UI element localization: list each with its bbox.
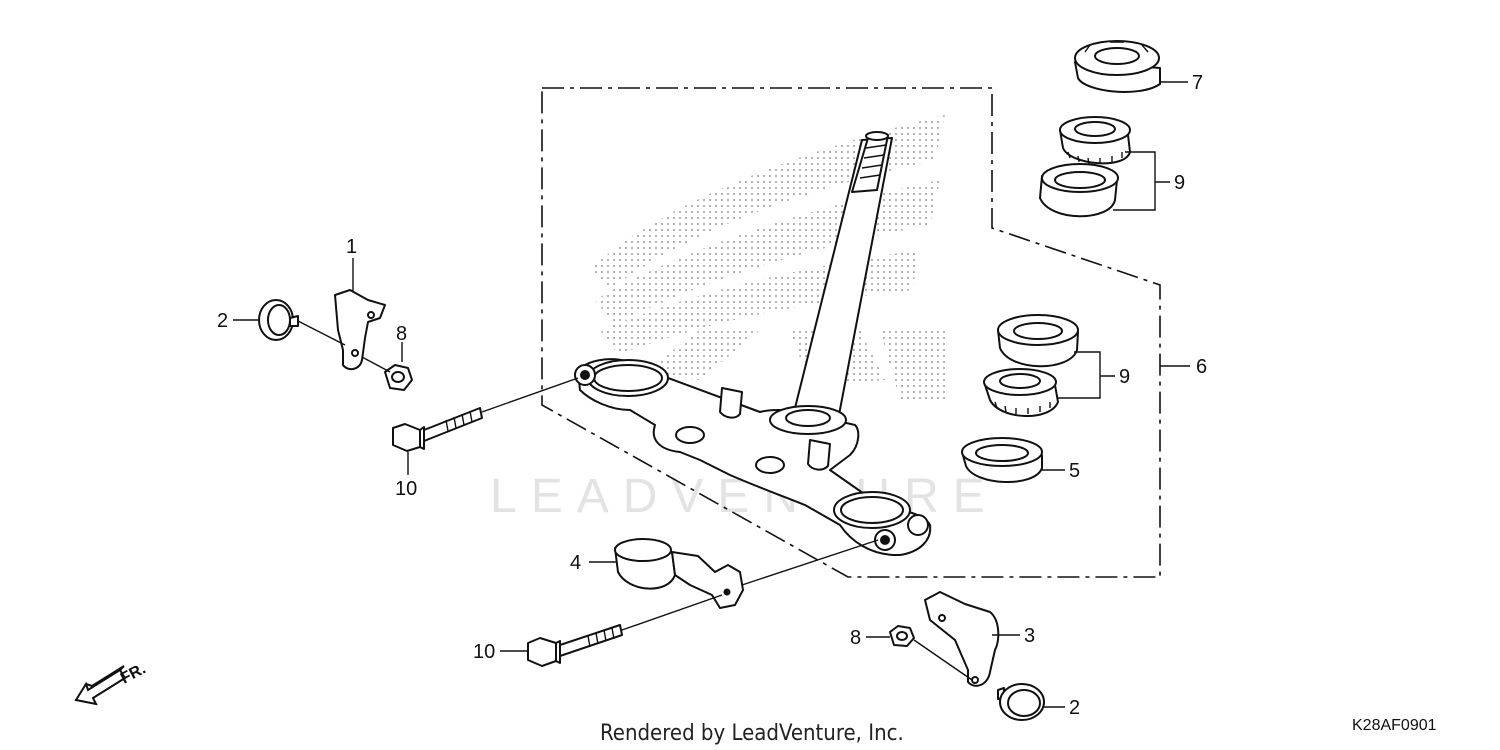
front-arrow-icon <box>74 665 127 706</box>
lower-bolt-part <box>527 624 623 667</box>
assembly-boundary <box>541 87 1161 578</box>
callout-2-right: 2 <box>1069 697 1080 719</box>
callout-labels: 1 2 8 10 4 10 8 3 2 7 9 9 5 6 <box>217 72 1207 719</box>
callout-1: 1 <box>346 236 357 258</box>
diagram-code: K28AF0901 <box>1352 717 1437 734</box>
steering-stem-part <box>574 131 932 557</box>
callout-4: 4 <box>570 552 581 574</box>
callout-2-left: 2 <box>217 310 228 332</box>
callout-8-left: 8 <box>396 323 407 345</box>
front-direction-label: FR. <box>118 660 149 687</box>
dust-seal-part <box>961 437 1043 484</box>
right-grommet-part <box>997 683 1045 721</box>
callout-9-lower: 9 <box>1119 366 1130 388</box>
callout-8-right: 8 <box>850 627 861 649</box>
right-nut-part <box>889 625 915 647</box>
callout-leaders <box>233 81 1190 708</box>
wing-logo-watermark <box>590 115 945 400</box>
callout-6: 6 <box>1196 356 1207 378</box>
callout-3: 3 <box>1024 625 1035 647</box>
right-bracket-part <box>924 591 1000 687</box>
left-grommet-part <box>258 299 299 341</box>
upper-bolt-part <box>392 407 483 452</box>
left-nut-part <box>384 364 413 391</box>
lower-bracket-part <box>614 538 744 609</box>
callout-10-lower: 10 <box>473 641 495 663</box>
callout-10-upper: 10 <box>395 478 417 500</box>
upper-bearing-part <box>1039 116 1131 218</box>
callout-9-upper: 9 <box>1174 172 1185 194</box>
lower-bearing-part <box>983 314 1079 417</box>
left-bracket-part <box>334 289 386 371</box>
callout-7: 7 <box>1192 72 1203 94</box>
assembly-lines <box>297 320 973 681</box>
stem-nut-part <box>1074 40 1161 93</box>
footer-credit: Rendered by LeadVenture, Inc. <box>600 721 904 746</box>
callout-5: 5 <box>1069 460 1080 482</box>
